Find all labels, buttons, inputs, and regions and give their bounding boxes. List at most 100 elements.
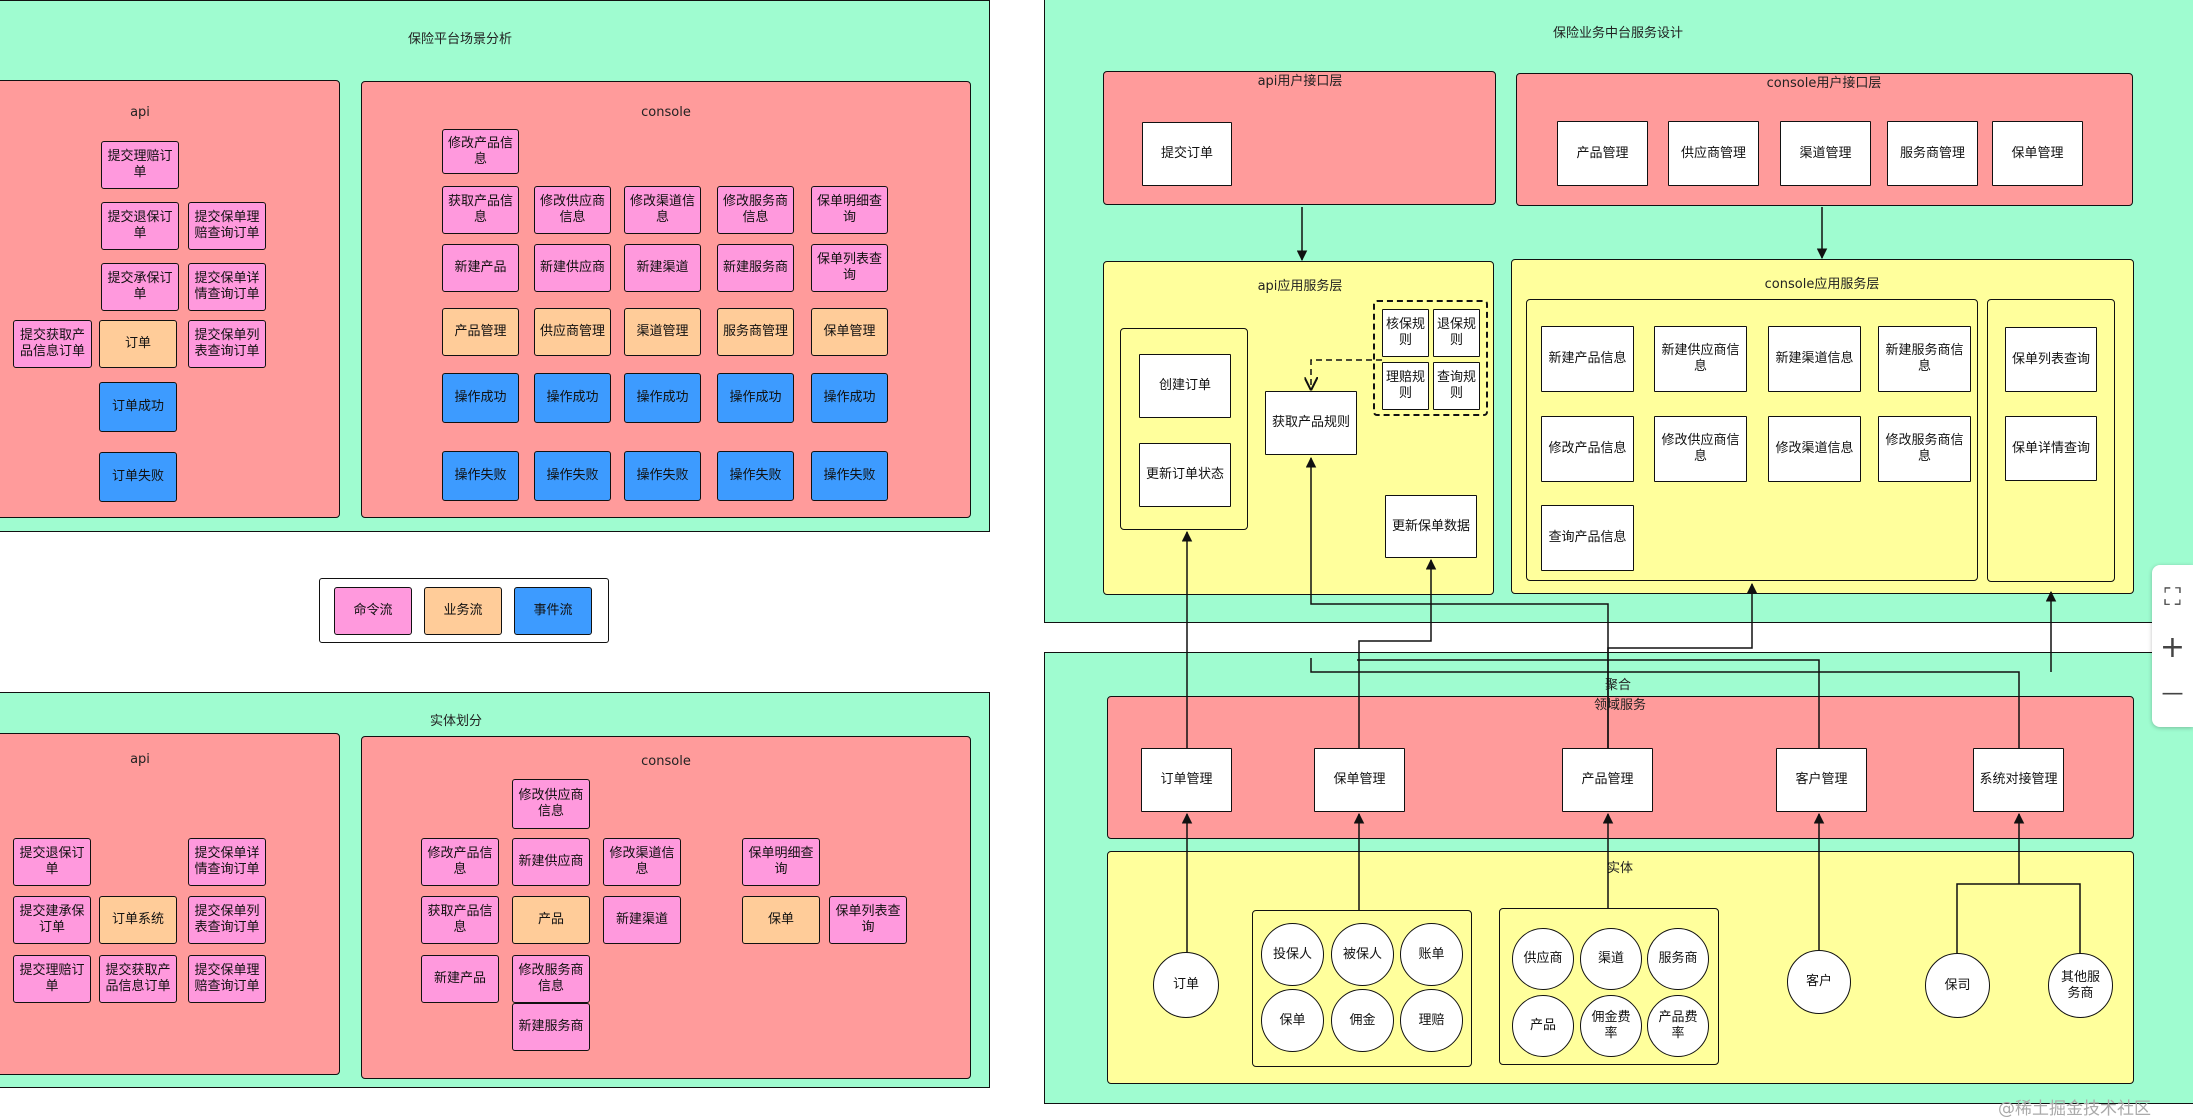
edit-product-info: 修改产品信息 [1541, 416, 1634, 482]
flow-provider-mgmt: 服务商管理 [717, 308, 794, 356]
entity-order: 订单 [1153, 952, 1219, 1018]
entity-cmd-claim-query: 提交保单理赔查询订单 [188, 955, 266, 1003]
entity-flow-policy: 保单 [742, 896, 820, 944]
edit-supplier-info: 修改供应商信息 [1654, 416, 1747, 482]
get-product-rule: 获取产品规则 [1265, 391, 1357, 455]
edit-channel-info: 修改渠道信息 [1768, 416, 1861, 482]
command-new-provider: 新建服务商 [717, 244, 794, 292]
entity-cmd-edit-product: 修改产品信息 [421, 838, 499, 886]
entity-insurer: 保司 [1925, 953, 1990, 1018]
entity-bill: 账单 [1400, 923, 1463, 986]
command-new-product: 新建产品 [442, 244, 519, 292]
entity-cmd-policy-detail: 保单明细查询 [742, 838, 820, 886]
event-op-fail-1: 操作失败 [442, 451, 519, 501]
command-submit-surrender: 提交退保订单 [101, 202, 179, 250]
command-edit-product: 修改产品信息 [442, 129, 519, 174]
command-edit-channel: 修改渠道信息 [624, 186, 701, 234]
service-policy-mgmt: 保单管理 [1314, 748, 1405, 812]
query-product-info: 查询产品信息 [1541, 505, 1634, 571]
domain-entity-title: 实体 [1606, 861, 1633, 876]
entity-flow-product: 产品 [512, 896, 590, 944]
console-ui-product: 产品管理 [1557, 121, 1648, 186]
entity-cmd-new-product: 新建产品 [421, 955, 499, 1003]
event-op-success-4: 操作成功 [717, 373, 794, 423]
order-group [1120, 328, 1248, 530]
console-ui-policy: 保单管理 [1992, 121, 2083, 186]
domain-service-title: 领域服务 [1593, 698, 1646, 713]
zoom-in-button[interactable]: + [2159, 629, 2186, 665]
scenario-api-title: api [130, 105, 150, 120]
entity-title: 实体划分 [429, 714, 482, 729]
entity-cmd-edit-provider: 修改服务商信息 [512, 955, 590, 1003]
command-new-supplier: 新建供应商 [534, 244, 611, 292]
design-title: 保险业务中台服务设计 [1552, 26, 1683, 41]
command-submit-list-query: 提交保单列表查询订单 [188, 320, 266, 368]
event-op-fail-5: 操作失败 [811, 451, 888, 501]
entity-cmd-underwrite: 提交建承保订单 [13, 896, 91, 944]
event-op-success-5: 操作成功 [811, 373, 888, 423]
claim-rule: 理赔规则 [1382, 362, 1429, 410]
create-order: 创建订单 [1139, 354, 1231, 418]
new-supplier-info: 新建供应商信息 [1654, 326, 1747, 392]
event-op-success-3: 操作成功 [624, 373, 701, 423]
entity-cmd-claim: 提交理赔订单 [13, 955, 91, 1003]
entity-cmd-new-channel: 新建渠道 [603, 896, 681, 944]
command-edit-supplier: 修改供应商信息 [534, 186, 611, 234]
command-get-product: 获取产品信息 [442, 186, 519, 234]
console-ui-supplier: 供应商管理 [1668, 121, 1759, 186]
new-channel-info: 新建渠道信息 [1768, 326, 1861, 392]
entity-cmd-edit-channel: 修改渠道信息 [603, 838, 681, 886]
command-submit-claim-query: 提交保单理赔查询订单 [188, 202, 266, 250]
flow-channel-mgmt: 渠道管理 [624, 308, 701, 356]
entity-policy: 保单 [1261, 989, 1324, 1052]
entity-commission-rate: 佣金费率 [1580, 995, 1642, 1057]
flow-policy-mgmt: 保单管理 [811, 308, 888, 356]
legend-event: 事件流 [514, 587, 592, 635]
api-ui-layer-title: api用户接口层 [1257, 74, 1343, 89]
entity-api-title: api [130, 752, 150, 767]
zoom-out-button[interactable]: — [2161, 680, 2184, 706]
surrender-rule: 退保规则 [1433, 309, 1480, 357]
command-submit-claim: 提交理赔订单 [101, 141, 179, 189]
service-product-mgmt: 产品管理 [1562, 748, 1653, 812]
command-policy-list: 保单列表查询 [811, 244, 888, 292]
underwrite-rule: 核保规则 [1382, 309, 1429, 357]
service-order-mgmt: 订单管理 [1141, 748, 1232, 812]
event-op-fail-2: 操作失败 [534, 451, 611, 501]
flow-order: 订单 [99, 320, 177, 368]
entity-cmd-surrender: 提交退保订单 [13, 838, 91, 886]
console-app-query-group [1987, 299, 2115, 582]
legend-business: 业务流 [424, 587, 502, 635]
console-app-layer-title: console应用服务层 [1764, 277, 1880, 292]
new-product-info: 新建产品信息 [1541, 326, 1634, 392]
service-system-integration: 系统对接管理 [1973, 748, 2064, 812]
console-ui-provider: 服务商管理 [1887, 121, 1978, 186]
entity-commission: 佣金 [1331, 989, 1394, 1052]
flow-supplier-mgmt: 供应商管理 [534, 308, 611, 356]
service-customer-mgmt: 客户管理 [1776, 748, 1867, 812]
event-op-success-1: 操作成功 [442, 373, 519, 423]
rules-group [1373, 300, 1488, 416]
legend-command: 命令流 [334, 587, 412, 635]
command-policy-detail: 保单明细查询 [811, 186, 888, 234]
entity-supplier: 供应商 [1512, 928, 1574, 990]
fit-screen-button[interactable]: ⛶ [2164, 583, 2181, 611]
entity-flow-order-system: 订单系统 [99, 896, 177, 944]
scenario-console-panel [361, 81, 971, 518]
event-op-fail-3: 操作失败 [624, 451, 701, 501]
entity-channel: 渠道 [1580, 928, 1642, 990]
entity-product: 产品 [1512, 995, 1574, 1057]
entity-console-title: console [641, 754, 691, 769]
new-provider-info: 新建服务商信息 [1878, 326, 1971, 392]
policy-detail-query: 保单详情查询 [2005, 416, 2097, 481]
query-rule: 查询规则 [1433, 362, 1480, 410]
policy-list-query: 保单列表查询 [2005, 327, 2097, 392]
entity-cmd-new-provider: 新建服务商 [512, 1003, 590, 1051]
entity-cmd-list-query: 提交保单列表查询订单 [188, 896, 266, 944]
scenario-title: 保险平台场景分析 [407, 32, 512, 47]
event-op-success-2: 操作成功 [534, 373, 611, 423]
command-edit-provider: 修改服务商信息 [717, 186, 794, 234]
entity-cmd-edit-supplier: 修改供应商信息 [512, 779, 590, 829]
update-policy-data: 更新保单数据 [1385, 495, 1477, 558]
entity-insured: 被保人 [1331, 923, 1394, 986]
